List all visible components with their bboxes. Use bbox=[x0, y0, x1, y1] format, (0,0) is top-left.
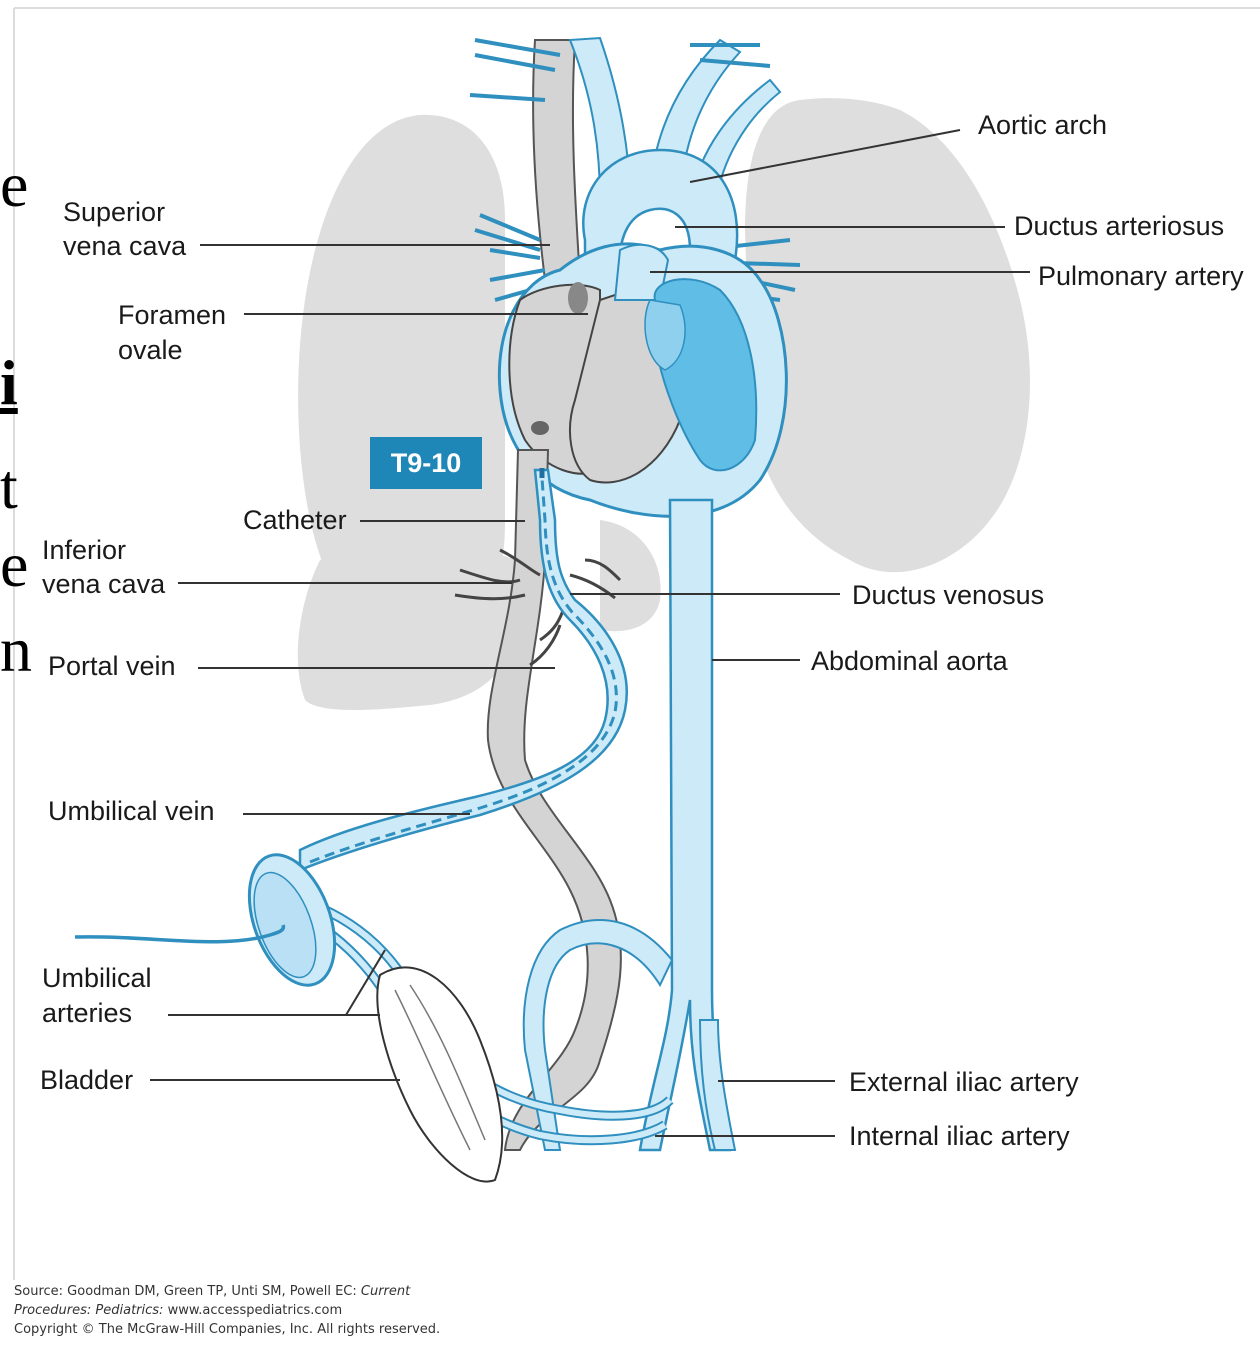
foramen-ovale-opening bbox=[568, 282, 588, 314]
label-bladder: Bladder bbox=[40, 1063, 133, 1097]
source-citation: Source: Goodman DM, Green TP, Unti SM, P… bbox=[14, 1282, 440, 1339]
label-abdominal-aorta: Abdominal aorta bbox=[811, 644, 1008, 678]
copyright-line: Copyright © The McGraw-Hill Companies, I… bbox=[14, 1320, 440, 1339]
label-portal-vein: Portal vein bbox=[48, 649, 176, 683]
bg-fragment-5: n bbox=[0, 615, 32, 685]
external-catheter bbox=[75, 925, 283, 942]
source-line-1-italic: Current bbox=[361, 1284, 410, 1299]
bg-fragment-4: e bbox=[0, 530, 28, 600]
liver bbox=[298, 545, 515, 710]
bg-fragment-1: e bbox=[0, 150, 28, 220]
label-ductus-venosus: Ductus venosus bbox=[852, 578, 1044, 612]
source-line-2: Procedures: Pediatrics: www.accesspediat… bbox=[14, 1301, 440, 1320]
bg-fragment-2: i bbox=[0, 348, 18, 418]
source-line-2-text: www.accesspediatrics.com bbox=[163, 1303, 342, 1318]
label-pulmonary-artery: Pulmonary artery bbox=[1038, 259, 1244, 293]
source-line-2-italic: Procedures: Pediatrics: bbox=[14, 1303, 163, 1318]
liver-right bbox=[600, 520, 661, 631]
label-catheter: Catheter bbox=[243, 503, 347, 537]
source-line-1: Source: Goodman DM, Green TP, Unti SM, P… bbox=[14, 1282, 440, 1301]
label-umbilical-vein: Umbilical vein bbox=[48, 794, 215, 828]
label-ductus-arteriosus: Ductus arteriosus bbox=[1014, 209, 1224, 243]
source-line-1-text: Source: Goodman DM, Green TP, Unti SM, P… bbox=[14, 1284, 361, 1299]
vertebral-level-badge: T9-10 bbox=[370, 437, 482, 489]
label-umbilical-arteries-2: arteries bbox=[42, 996, 132, 1030]
label-aortic-arch: Aortic arch bbox=[978, 108, 1107, 142]
label-foramen-ovale-2: ovale bbox=[118, 333, 183, 367]
label-internal-iliac-artery: Internal iliac artery bbox=[849, 1119, 1070, 1153]
label-umbilical-arteries-1: Umbilical bbox=[42, 961, 152, 995]
label-superior-vena-cava-2: vena cava bbox=[63, 229, 186, 263]
bg-fragment-3: t bbox=[0, 452, 18, 522]
right-lung bbox=[745, 98, 1030, 572]
label-inferior-vena-cava-2: vena cava bbox=[42, 567, 165, 601]
label-external-iliac-artery: External iliac artery bbox=[849, 1065, 1079, 1099]
label-foramen-ovale-1: Foramen bbox=[118, 298, 226, 332]
coronary-sinus bbox=[531, 421, 549, 435]
bladder-shape bbox=[377, 967, 502, 1181]
label-superior-vena-cava-1: Superior bbox=[63, 195, 165, 229]
label-inferior-vena-cava-1: Inferior bbox=[42, 533, 126, 567]
